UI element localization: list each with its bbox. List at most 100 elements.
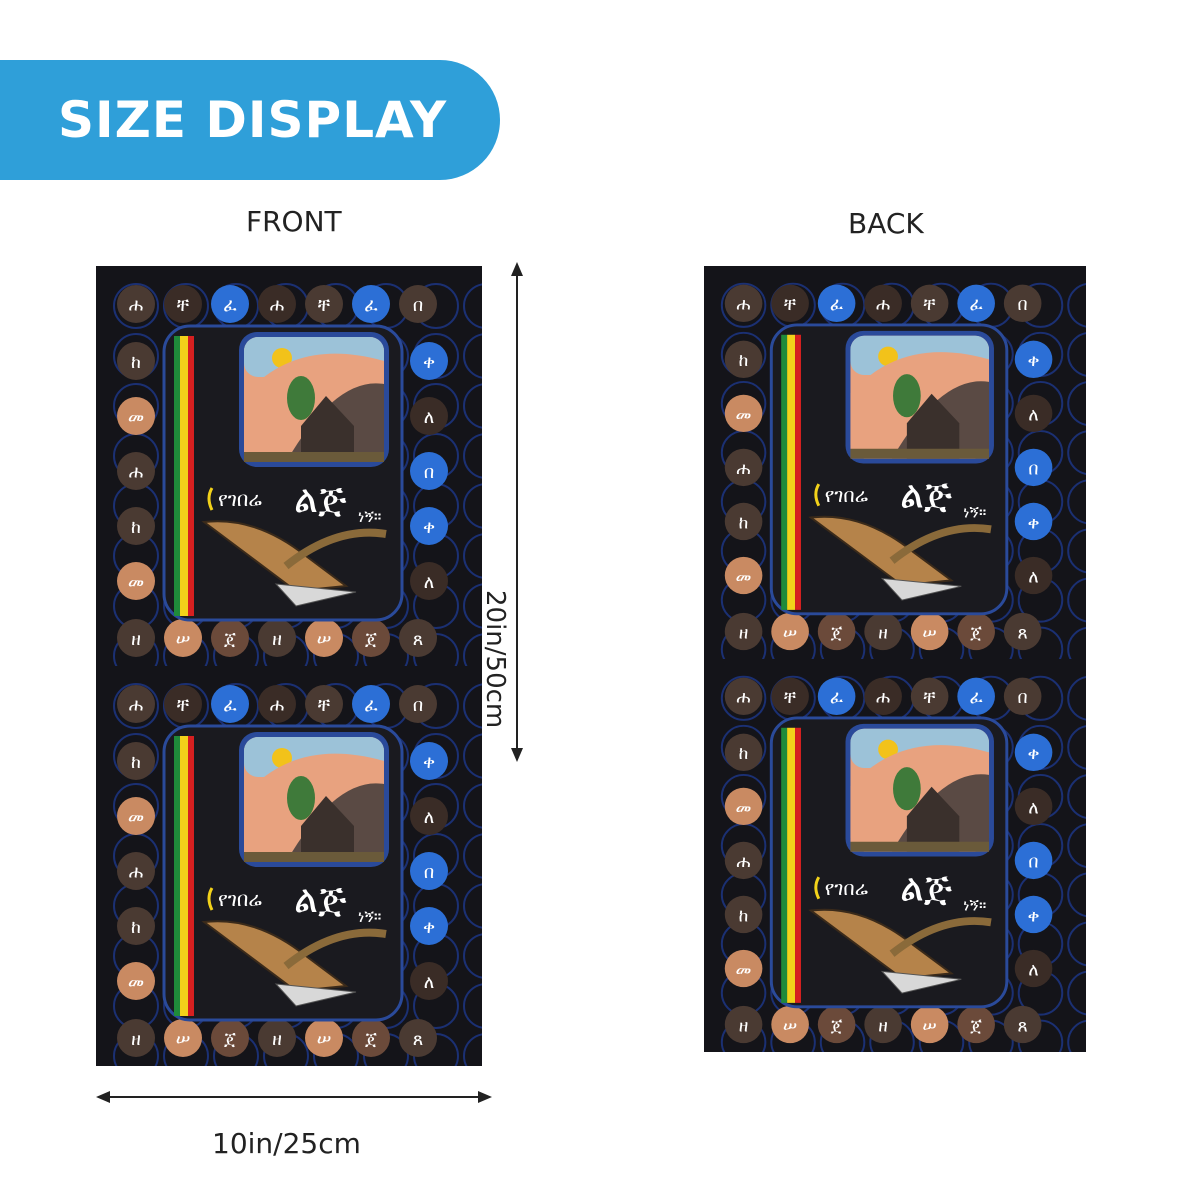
- scarf-front-pattern-bottom-glyph-right: ለ: [424, 972, 435, 993]
- scarf-front-pattern-top-glyph-bottom: ሠ: [317, 629, 332, 650]
- scarf-back-pattern-bottom-glyph-bottom: ጸ: [1017, 1016, 1027, 1036]
- scarf-back-pattern-bottom-glyph-right: ለ: [1028, 798, 1038, 818]
- scarf-front-pattern-bottom-glyph-right: ቀ: [423, 917, 435, 938]
- scarf-front-pattern-bottom-glyph-right: ለ: [424, 807, 435, 828]
- scarf-front-pattern-bottom-glyph-bottom: ዘ: [272, 1029, 282, 1050]
- scarf-front-pattern-bottom-glyph-top: ሐ: [129, 695, 143, 716]
- scarf-back-pattern-top-glyph-bottom: ጀ: [831, 623, 843, 643]
- scarf-back-pattern-bottom-glyph-left: መ: [736, 798, 752, 818]
- scarf-front-pattern-bottom-glyph-left: ከ: [131, 917, 141, 938]
- scarf-front-pattern-top-glyph-left: ከ: [131, 352, 141, 373]
- scarf-back-pattern-top-glyph-top: ሐ: [876, 295, 890, 315]
- scarf-back-pattern-bottom-glyph-top: ፈ: [969, 688, 983, 708]
- scarf-front-pattern-top-glyph-left: መ: [128, 407, 144, 428]
- scarf-front-pattern-bottom-glyph-top: በ: [413, 695, 423, 716]
- scarf-front-pattern-top-glyph-right: ቀ: [423, 517, 435, 538]
- scarf-back-pattern-top-glyph-left: ከ: [739, 513, 749, 533]
- width-dimension-arrow: [96, 1091, 492, 1103]
- scarf-back-pattern-top-glyph-bottom: ዘ: [878, 623, 888, 643]
- scarf-front-pattern-top-glyph-left: ከ: [131, 517, 141, 538]
- svg-text:የገበሬ: የገበሬ: [825, 484, 869, 507]
- scarf-front-pattern-bottom-glyph-bottom: ጀ: [224, 1029, 236, 1050]
- scarf-front-pattern-top-glyph-top: ሐ: [270, 295, 284, 316]
- scarf-front-pattern-bottom-glyph-bottom: ጸ: [413, 1029, 424, 1050]
- size-display-banner: SIZE DISPLAY: [0, 60, 500, 180]
- scarf-back-pattern-top-glyph-top: ፈ: [830, 295, 844, 315]
- scarf-back-pattern-bottom-glyph-bottom: ሠ: [783, 1016, 797, 1036]
- scarf-front-pattern-bottom-glyph-bottom: ዘ: [131, 1029, 141, 1050]
- scarf-back-pattern-bottom-glyph-right: ቀ: [1028, 744, 1040, 764]
- scarf-front-pattern-bottom-glyph-top: ቸ: [318, 695, 331, 716]
- svg-text:ነኝ።: ነኝ።: [358, 507, 381, 526]
- scarf-back-pattern-bottom-glyph-bottom: ዘ: [878, 1016, 888, 1036]
- scarf-back-pattern-top-glyph-top: ቸ: [784, 295, 797, 315]
- scarf-back-pattern-bottom-glyph-bottom: ዘ: [739, 1016, 749, 1036]
- scarf-front-pattern-bottom-glyph-top: ፈ: [364, 695, 378, 716]
- scarf-back-pattern-bottom-glyph-top: ሐ: [736, 688, 750, 708]
- scarf-front-pattern-top-glyph-left: ሐ: [129, 462, 143, 483]
- scarf-front-pattern-top-glyph-bottom: ዘ: [131, 629, 141, 650]
- scarf-front-pattern-bottom-glyph-bottom: ሠ: [176, 1029, 191, 1050]
- scarf-back-pattern-top-glyph-left: መ: [736, 405, 752, 425]
- scarf-back-pattern-top-glyph-bottom: ጀ: [970, 623, 982, 643]
- scarf-front-pattern-top-glyph-right: ቀ: [423, 352, 435, 373]
- height-dimension-label: 20in/50cm: [480, 590, 510, 729]
- scarf-back-pattern-bottom-glyph-right: ለ: [1028, 960, 1038, 980]
- scarf-back-pattern-top-glyph-left: ሐ: [736, 459, 750, 479]
- banner-title: SIZE DISPLAY: [58, 91, 448, 149]
- scarf-back-pattern-bottom-glyph-bottom: ሠ: [922, 1016, 936, 1036]
- scarf-back-pattern-bottom-glyph-top: ሐ: [876, 688, 890, 708]
- scarf-front-pattern-top-glyph-top: በ: [413, 295, 423, 316]
- scarf-front-pattern-top-glyph-right: ለ: [424, 407, 435, 428]
- scarf-front-pattern-top-glyph-left: መ: [128, 572, 144, 593]
- scarf-front-pattern-top-glyph-right: በ: [424, 462, 434, 483]
- scarf-back-pattern-bottom-glyph-left: ከ: [739, 744, 749, 764]
- scarf-front-pattern-top-glyph-bottom: ዘ: [272, 629, 282, 650]
- scarf-back-pattern-top-glyph-bottom: ሠ: [783, 623, 797, 643]
- scarf-back-pattern-bottom-glyph-left: ከ: [739, 906, 749, 926]
- scarf-back-pattern-top-glyph-top: ቸ: [924, 295, 937, 315]
- height-dimension-arrow: [511, 262, 523, 762]
- scarf-front-pattern-top-glyph-top: ቸ: [318, 295, 331, 316]
- scarf-front-pattern-bottom-glyph-left: ከ: [131, 752, 141, 773]
- scarf-back-pattern-top-glyph-top: ሐ: [736, 295, 750, 315]
- svg-text:የገበሬ: የገበሬ: [218, 887, 262, 911]
- scarf-back-pattern-bottom-glyph-bottom: ጀ: [970, 1016, 982, 1036]
- scarf-back-pattern-top-glyph-left: ከ: [739, 351, 749, 371]
- scarf-back-pattern-top-glyph-top: ፈ: [969, 295, 983, 315]
- scarf-back-pattern-top-glyph-right: በ: [1028, 459, 1038, 479]
- scarf-back-pattern-bottom-glyph-top: ፈ: [830, 688, 844, 708]
- scarf-back-pattern-top-glyph-bottom: ሠ: [922, 623, 936, 643]
- scarf-back-pattern-top-glyph-right: ቀ: [1028, 513, 1040, 533]
- scarf-back-pattern-top-glyph-right: ለ: [1028, 405, 1038, 425]
- scarf-front-pattern-bottom-glyph-left: መ: [128, 807, 144, 828]
- svg-text:ልጅ: ልጅ: [294, 877, 347, 921]
- scarf-back-pattern-bottom-glyph-top: ቸ: [784, 688, 797, 708]
- scarf-back-pattern-top-glyph-right: ቀ: [1028, 351, 1040, 371]
- svg-text:ልጅ: ልጅ: [294, 477, 347, 521]
- scarf-front-pattern-bottom-glyph-bottom: ሠ: [317, 1029, 332, 1050]
- scarf-front-pattern-top-glyph-right: ለ: [424, 572, 435, 593]
- scarf-back-pattern-bottom-glyph-right: በ: [1028, 852, 1038, 872]
- scarf-front-pattern-top-glyph-top: ፈ: [223, 295, 237, 316]
- svg-text:ልጅ: ልጅ: [900, 866, 952, 910]
- scarf-front-pattern-bottom-glyph-left: መ: [128, 972, 144, 993]
- width-dimension-label: 10in/25cm: [212, 1127, 361, 1160]
- scarf-front-pattern-bottom-glyph-top: ቸ: [177, 695, 190, 716]
- svg-text:ነኝ።: ነኝ።: [963, 896, 986, 915]
- scarf-back-pattern-top-glyph-bottom: ጸ: [1017, 623, 1027, 643]
- scarf-front-pattern-bottom-glyph-top: ፈ: [223, 695, 237, 716]
- scarf-back-pattern-top-glyph-bottom: ዘ: [739, 623, 749, 643]
- scarf-front-pattern-top-glyph-bottom: ጀ: [224, 629, 236, 650]
- scarf-back-pattern-bottom-glyph-top: በ: [1018, 688, 1028, 708]
- scarf-back-pattern-bottom-glyph-bottom: ጀ: [831, 1016, 843, 1036]
- scarf-back-pattern-bottom-glyph-left: መ: [736, 960, 752, 980]
- front-label: FRONT: [246, 205, 342, 238]
